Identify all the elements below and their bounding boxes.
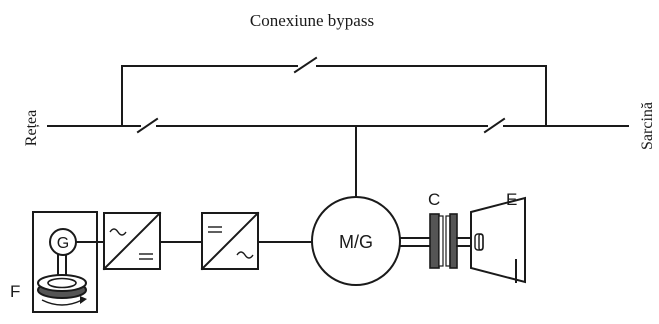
generator-label: G — [57, 235, 69, 252]
motor-generator: M/G — [311, 196, 401, 286]
output-switch-icon — [483, 117, 506, 134]
shaft — [399, 237, 431, 247]
clutch-icon — [429, 213, 458, 269]
input-switch-icon — [136, 117, 159, 134]
clutch-label: C — [428, 190, 440, 209]
motor-generator-label: M/G — [339, 232, 373, 252]
bypass-line — [121, 65, 547, 127]
grid-label: Rețea — [23, 110, 40, 146]
bypass-switch-icon — [293, 56, 318, 74]
bypass-label: Conexiune bypass — [250, 11, 374, 30]
rectifier-icon — [102, 211, 162, 271]
flywheel-label: F — [10, 282, 20, 301]
flywheel-icon — [37, 254, 87, 306]
engine-shaft — [456, 237, 472, 247]
engine-icon — [470, 196, 526, 284]
engine-label: E — [506, 190, 517, 209]
inverter-icon — [200, 211, 260, 271]
load-label: Sarcină — [639, 102, 656, 150]
